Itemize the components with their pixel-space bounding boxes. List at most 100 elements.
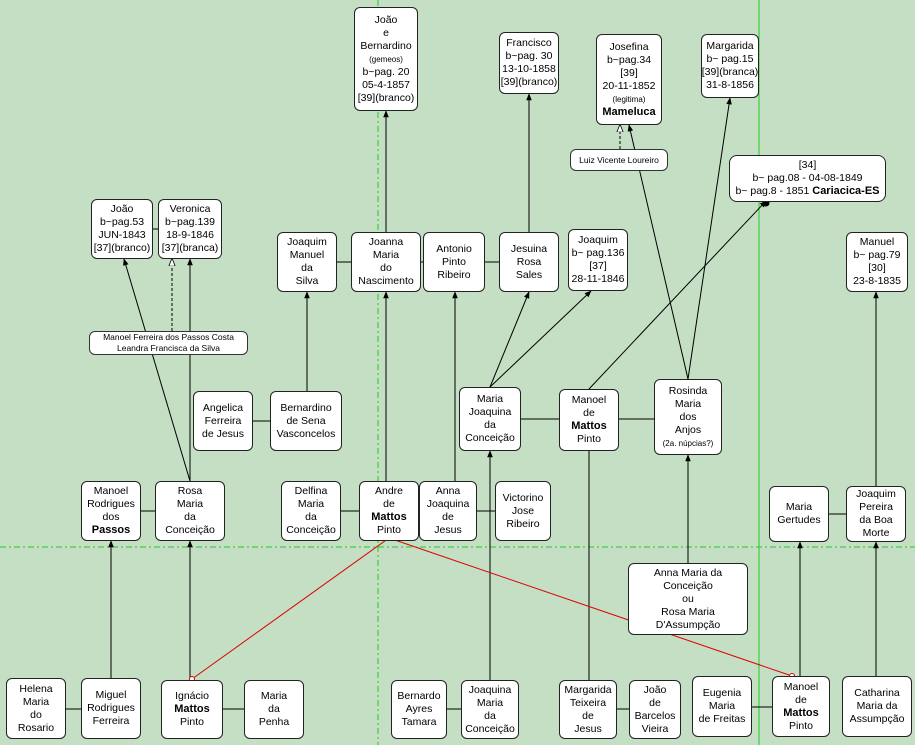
person-text-line: do xyxy=(380,262,392,274)
person-text-line: ou xyxy=(682,592,694,605)
person-text-line: Maria xyxy=(372,249,400,261)
person-text-line: Margarida xyxy=(564,683,612,696)
person-text-line: (legitima) xyxy=(612,94,646,104)
person-text-line: D'Assumpção xyxy=(655,618,721,631)
person-text-line: Barcelos xyxy=(634,709,676,722)
person-text-line: Anjos xyxy=(674,423,702,436)
person-text-line: Vasconcelos xyxy=(276,427,336,440)
person-text-line: Joaquina xyxy=(468,683,512,696)
person-text-line: Conceição xyxy=(663,579,713,592)
person-text-line: Ayres xyxy=(405,703,433,715)
person-text-line: Manuel xyxy=(859,236,895,248)
person-text-line: Manoel xyxy=(571,394,607,406)
person-text-line: 05-4-1857 xyxy=(362,78,410,91)
person-text-line: Josefina xyxy=(609,40,649,53)
person-text-line: Joanna xyxy=(368,236,404,248)
person-text-line: do xyxy=(30,708,42,721)
person-text-line: Silva xyxy=(295,275,319,287)
connector-edge xyxy=(489,291,530,388)
person-text-line: Jesus xyxy=(434,524,462,536)
person-text-line: Pinto xyxy=(577,433,601,445)
person-text-line: Helena xyxy=(19,682,53,695)
connector-edge xyxy=(489,290,592,388)
person-text-line: Maria xyxy=(22,695,50,708)
person-text-line: Andre xyxy=(374,485,404,497)
person-text-line: Miguel xyxy=(95,689,127,701)
person-text-line: b~pag.53 xyxy=(99,216,145,228)
person-text-line: Maria xyxy=(708,700,736,712)
person-text-line: Maria xyxy=(476,393,504,405)
note-luiz-vicente-loureiro[interactable]: Luiz Vicente Loureiro xyxy=(570,149,668,171)
person-text-line: Rodrigues xyxy=(87,498,135,510)
person-text-line: [39](branca) xyxy=(701,66,759,78)
person-text-line: b~ pag.08 - 04-08-1849 xyxy=(752,172,863,184)
person-text-line: de Jesus xyxy=(201,427,245,440)
person-text-line: Delfina xyxy=(294,485,328,497)
person-text-line: Pinto xyxy=(377,524,401,536)
person-text-line: Tamara xyxy=(401,716,437,728)
person-text-line: da xyxy=(305,511,317,523)
person-text-line: Ferreira xyxy=(204,414,242,427)
person-text-line: Rosa xyxy=(177,485,203,497)
person-text-line: Passos xyxy=(91,524,131,536)
person-text-line: Angelica xyxy=(202,401,244,414)
person-text-line: Pinto xyxy=(180,716,204,728)
person-text-line: Maria xyxy=(297,498,325,510)
connector-edge xyxy=(588,200,767,390)
person-text-line: Manoel xyxy=(783,680,819,693)
person-text-line: Conceição xyxy=(286,524,336,536)
person-text-line: b~pag. 30 xyxy=(505,50,553,62)
person-text-line: Bernardino xyxy=(360,39,412,52)
person-text-line: da xyxy=(301,262,313,274)
person-text-line: Bernardo xyxy=(397,690,441,702)
person-text-line: Joaquim xyxy=(578,234,618,246)
person-text-line: 18-9-1846 xyxy=(166,229,214,241)
person-text-line: b~ pag.15 xyxy=(706,53,754,65)
person-text-line: Maria da xyxy=(856,700,898,712)
person-text-line: Mameluca xyxy=(602,105,656,118)
person-text-line: de Sena xyxy=(286,414,326,427)
person-text-line: Anna xyxy=(435,485,461,497)
person-text-line: Vieira xyxy=(641,722,669,735)
